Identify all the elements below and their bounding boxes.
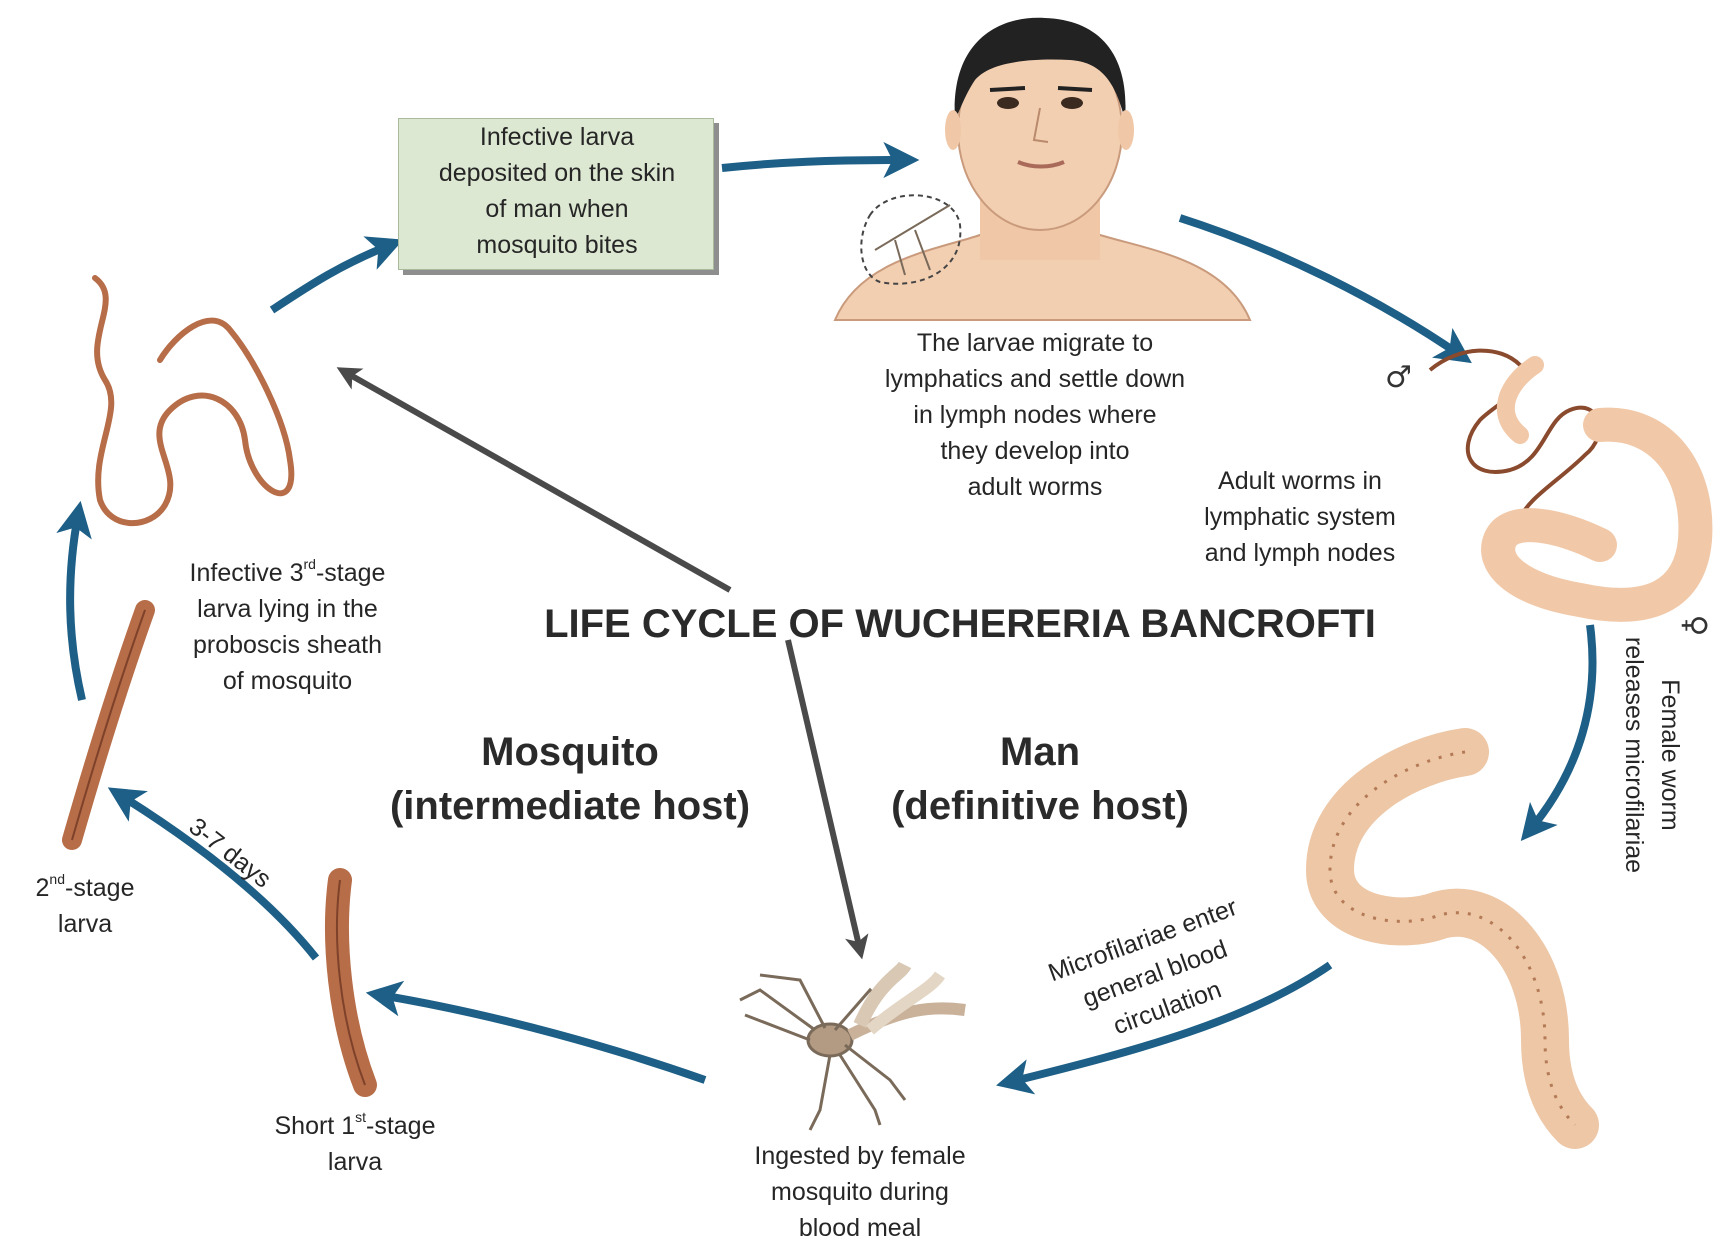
adult-worms-line-3: and lymph nodes [1160,535,1440,571]
ingested-label: Ingested by female mosquito during blood… [710,1138,1010,1246]
arrow-second-to-third-stage [70,515,82,700]
larvae-migrate-line-1: The larvae migrate to [825,325,1245,361]
man-host-line-1: Man [860,725,1220,779]
female-worm-microfilariae [1330,752,1575,1125]
male-symbol: ♂ [1385,360,1412,395]
third-stage-post: -stage [316,559,385,587]
mosquito-host-line-2: (intermediate host) [330,779,810,833]
ingested-line-3: blood meal [710,1210,1010,1246]
female-worm-label: Female worm releases microfilariae [1616,620,1688,890]
diagram-title: LIFE CYCLE OF WUCHERERIA BANCROFTI [430,600,1490,648]
third-stage-larva [95,278,291,523]
third-stage-label: Infective 3rd-stage larva lying in the p… [160,555,415,699]
second-stage-line-2: larva [0,906,170,942]
infective-box-line-2: deposited on the skin [399,155,715,191]
first-stage-pre: Short 1 [275,1112,356,1140]
larvae-migrate-line-2: lymphatics and settle down [825,361,1245,397]
arrow-adult-to-female-worm [1530,625,1593,830]
larvae-migrate-line-3: in lymph nodes where [825,397,1245,433]
first-stage-label: Short 1st-stage larva [225,1108,485,1180]
first-stage-post: -stage [366,1112,435,1140]
adult-worms-label: Adult worms in lymphatic system and lymp… [1160,463,1440,571]
second-stage-sup: nd [49,871,65,887]
third-stage-sup: rd [304,556,316,572]
ingested-line-1: Ingested by female [710,1138,1010,1174]
adult-worms-line-2: lymphatic system [1160,499,1440,535]
mosquito-host-line-1: Mosquito [330,725,810,779]
mosquito-host-label: Mosquito (intermediate host) [330,725,810,833]
female-worm-line-2: releases microfilariae [1616,620,1652,890]
mosquito-figure [740,965,965,1130]
arrow-mosquito-to-first-stage [380,995,705,1080]
man-host-line-2: (definitive host) [860,779,1220,833]
adult-worms-line-1: Adult worms in [1160,463,1440,499]
second-stage-pre: 2 [36,874,50,902]
female-adult-worm [1498,425,1695,605]
second-stage-post: -stage [65,874,134,902]
man-host-label: Man (definitive host) [860,725,1220,833]
arrow-box-to-man [722,160,905,168]
second-stage-label: 2nd-stage larva [0,870,170,942]
third-stage-line-2: larva lying in the [160,591,415,627]
third-stage-line-3: proboscis sheath [160,627,415,663]
third-stage-line-4: of mosquito [160,663,415,699]
man-figure [835,18,1250,320]
infective-box-line-4: mosquito bites [399,227,715,263]
infective-box-line-3: of man when [399,191,715,227]
female-adult-worm-outline [1506,365,1535,435]
first-stage-line-2: larva [225,1144,485,1180]
third-stage-pre: Infective 3 [190,559,304,587]
infective-box-line-1: Infective larva [399,119,715,155]
arrow-third-stage-to-box [272,245,390,310]
female-worm-line-1: Female worm [1652,620,1688,890]
infective-larva-box: Infective larva deposited on the skin of… [398,118,714,270]
ingested-line-2: mosquito during [710,1174,1010,1210]
first-stage-sup: st [355,1109,366,1125]
